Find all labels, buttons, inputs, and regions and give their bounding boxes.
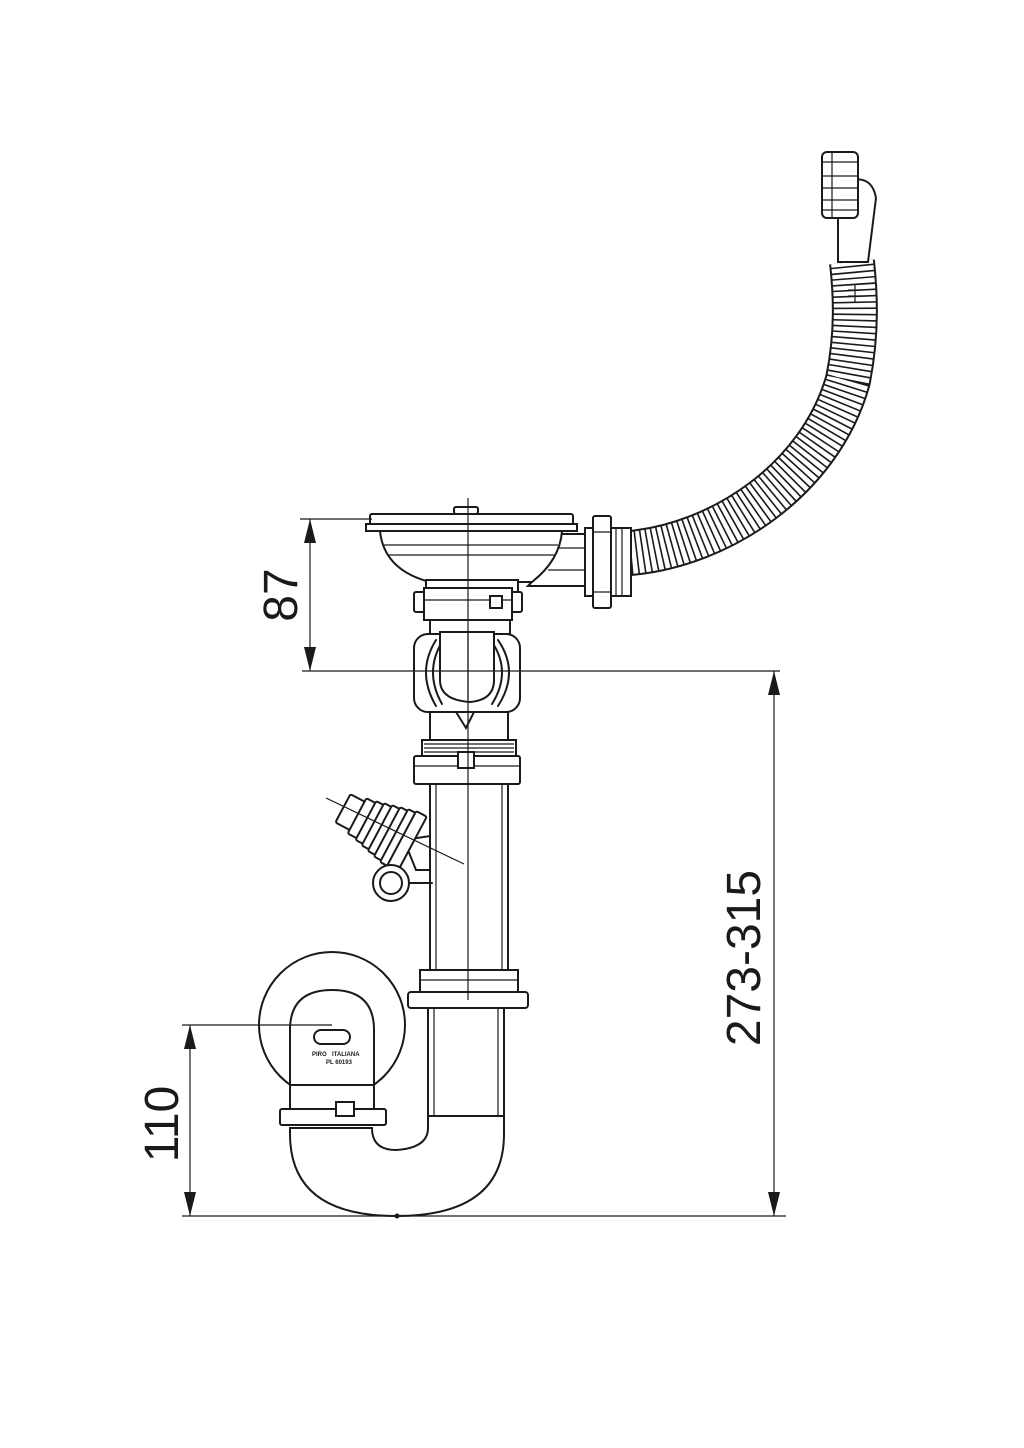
side-nozzle (325, 793, 465, 902)
overflow-hose (627, 259, 878, 576)
overflow-head (821, 151, 878, 302)
vertical-tube (429, 783, 509, 971)
trap-cleanout: PIRO ITALIANA PL 60193 (258, 951, 406, 1126)
middle-coupling-nut (413, 751, 521, 785)
strainer (365, 506, 578, 595)
dimension-total-height: 273-315 (718, 671, 780, 1216)
u-bend (289, 1007, 505, 1218)
swivel-joint (413, 631, 521, 757)
reference-point (394, 1213, 400, 1219)
dimension-label-110: 110 (136, 1086, 189, 1163)
lower-coupling-nut (407, 969, 529, 1009)
dimension-trap-height: 110 (136, 1024, 786, 1217)
brand-marking: PL 60193 (326, 1060, 353, 1066)
brand-marking: ITALIANA (332, 1052, 360, 1058)
dimension-sink-depth: 87 (255, 518, 780, 672)
brand-marking: PIRO (312, 1052, 327, 1058)
dimension-label-273-315: 273-315 (718, 870, 771, 1046)
dimension-label-87: 87 (255, 568, 308, 621)
